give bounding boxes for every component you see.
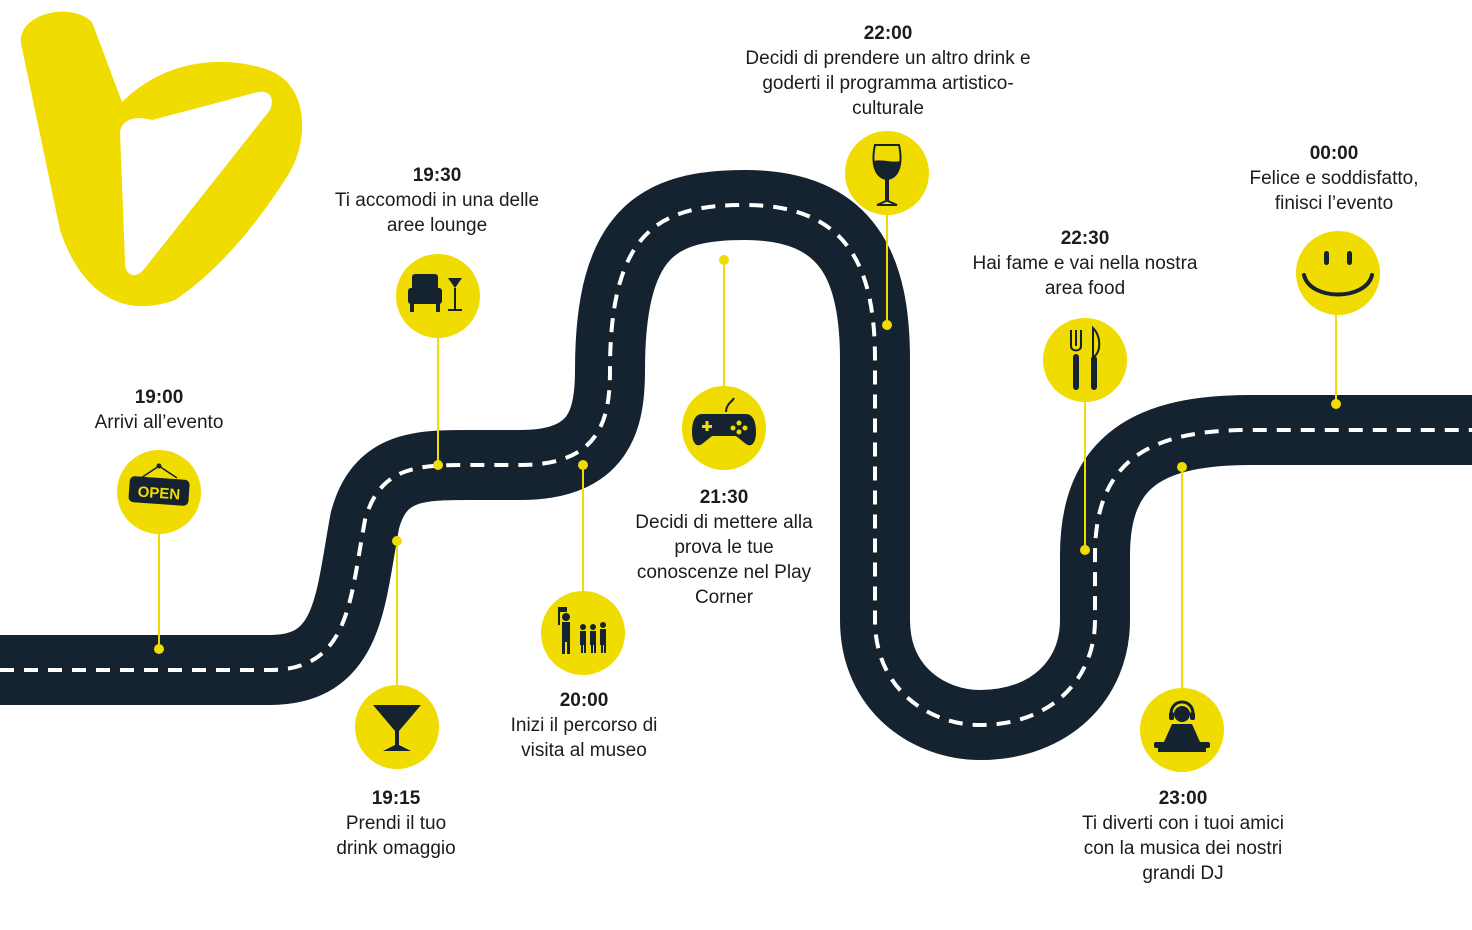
event-description: Felice e soddisfatto, finisci l’evento xyxy=(1249,168,1419,214)
fork-knife-icon xyxy=(1043,318,1127,402)
timeline-label-2300: 23:00 Ti diverti con i tuoi amici con la… xyxy=(1053,786,1313,886)
timeline-label-2200: 22:00 Decidi di prendere un altro drink … xyxy=(723,21,1053,121)
timeline-label-0000: 00:00 Felice e soddisfatto, finisci l’ev… xyxy=(1204,141,1464,216)
event-time: 19:15 xyxy=(371,788,421,809)
event-description: Ti accomodi in una delle aree lounge xyxy=(334,190,540,236)
brand-logo xyxy=(20,11,303,307)
event-description: Prendi il tuo drink omaggio xyxy=(336,813,456,859)
timeline-label-2000: 20:00 Inizi il percorso di visita al mus… xyxy=(454,688,714,763)
event-time: 19:00 xyxy=(134,387,184,408)
event-time: 22:30 xyxy=(1060,228,1110,249)
armchair-icon xyxy=(396,254,480,338)
timeline-label-1900: 19:00 Arrivi all’evento xyxy=(29,385,289,435)
event-time: 00:00 xyxy=(1309,143,1359,164)
event-description: Ti diverti con i tuoi amici con la music… xyxy=(1081,813,1285,884)
cocktail-icon xyxy=(355,685,439,769)
event-description: Arrivi all’evento xyxy=(94,412,224,433)
event-time: 23:00 xyxy=(1158,788,1208,809)
event-time: 19:30 xyxy=(412,165,462,186)
svg-text:OPEN: OPEN xyxy=(137,484,181,504)
event-description: Decidi di mettere alla prova le tue cono… xyxy=(635,512,813,608)
dj-icon xyxy=(1140,688,1224,772)
connectors xyxy=(154,210,1341,690)
event-time: 20:00 xyxy=(559,690,609,711)
guided-tour-icon xyxy=(541,591,625,675)
open-sign-icon: OPEN xyxy=(117,450,201,534)
gamepad-icon xyxy=(682,386,766,470)
timeline-label-1930: 19:30 Ti accomodi in una delle aree loun… xyxy=(307,163,567,238)
road-center-dashes xyxy=(0,202,1472,728)
timeline-label-2130: 21:30 Decidi di mettere alla prova le tu… xyxy=(594,485,854,610)
road xyxy=(0,170,1472,760)
timeline-label-2230: 22:30 Hai fame e vai nella nostra area f… xyxy=(955,226,1215,301)
event-description: Hai fame e vai nella nostra area food xyxy=(972,253,1198,299)
timeline-label-1915: 19:15 Prendi il tuo drink omaggio xyxy=(266,786,526,861)
smiley-icon xyxy=(1296,231,1380,315)
event-description: Decidi di prendere un altro drink e gode… xyxy=(745,48,1031,119)
wine-glass-icon xyxy=(845,131,929,215)
event-time: 21:30 xyxy=(699,487,749,508)
event-time: 22:00 xyxy=(863,23,913,44)
event-description: Inizi il percorso di visita al museo xyxy=(510,715,658,761)
